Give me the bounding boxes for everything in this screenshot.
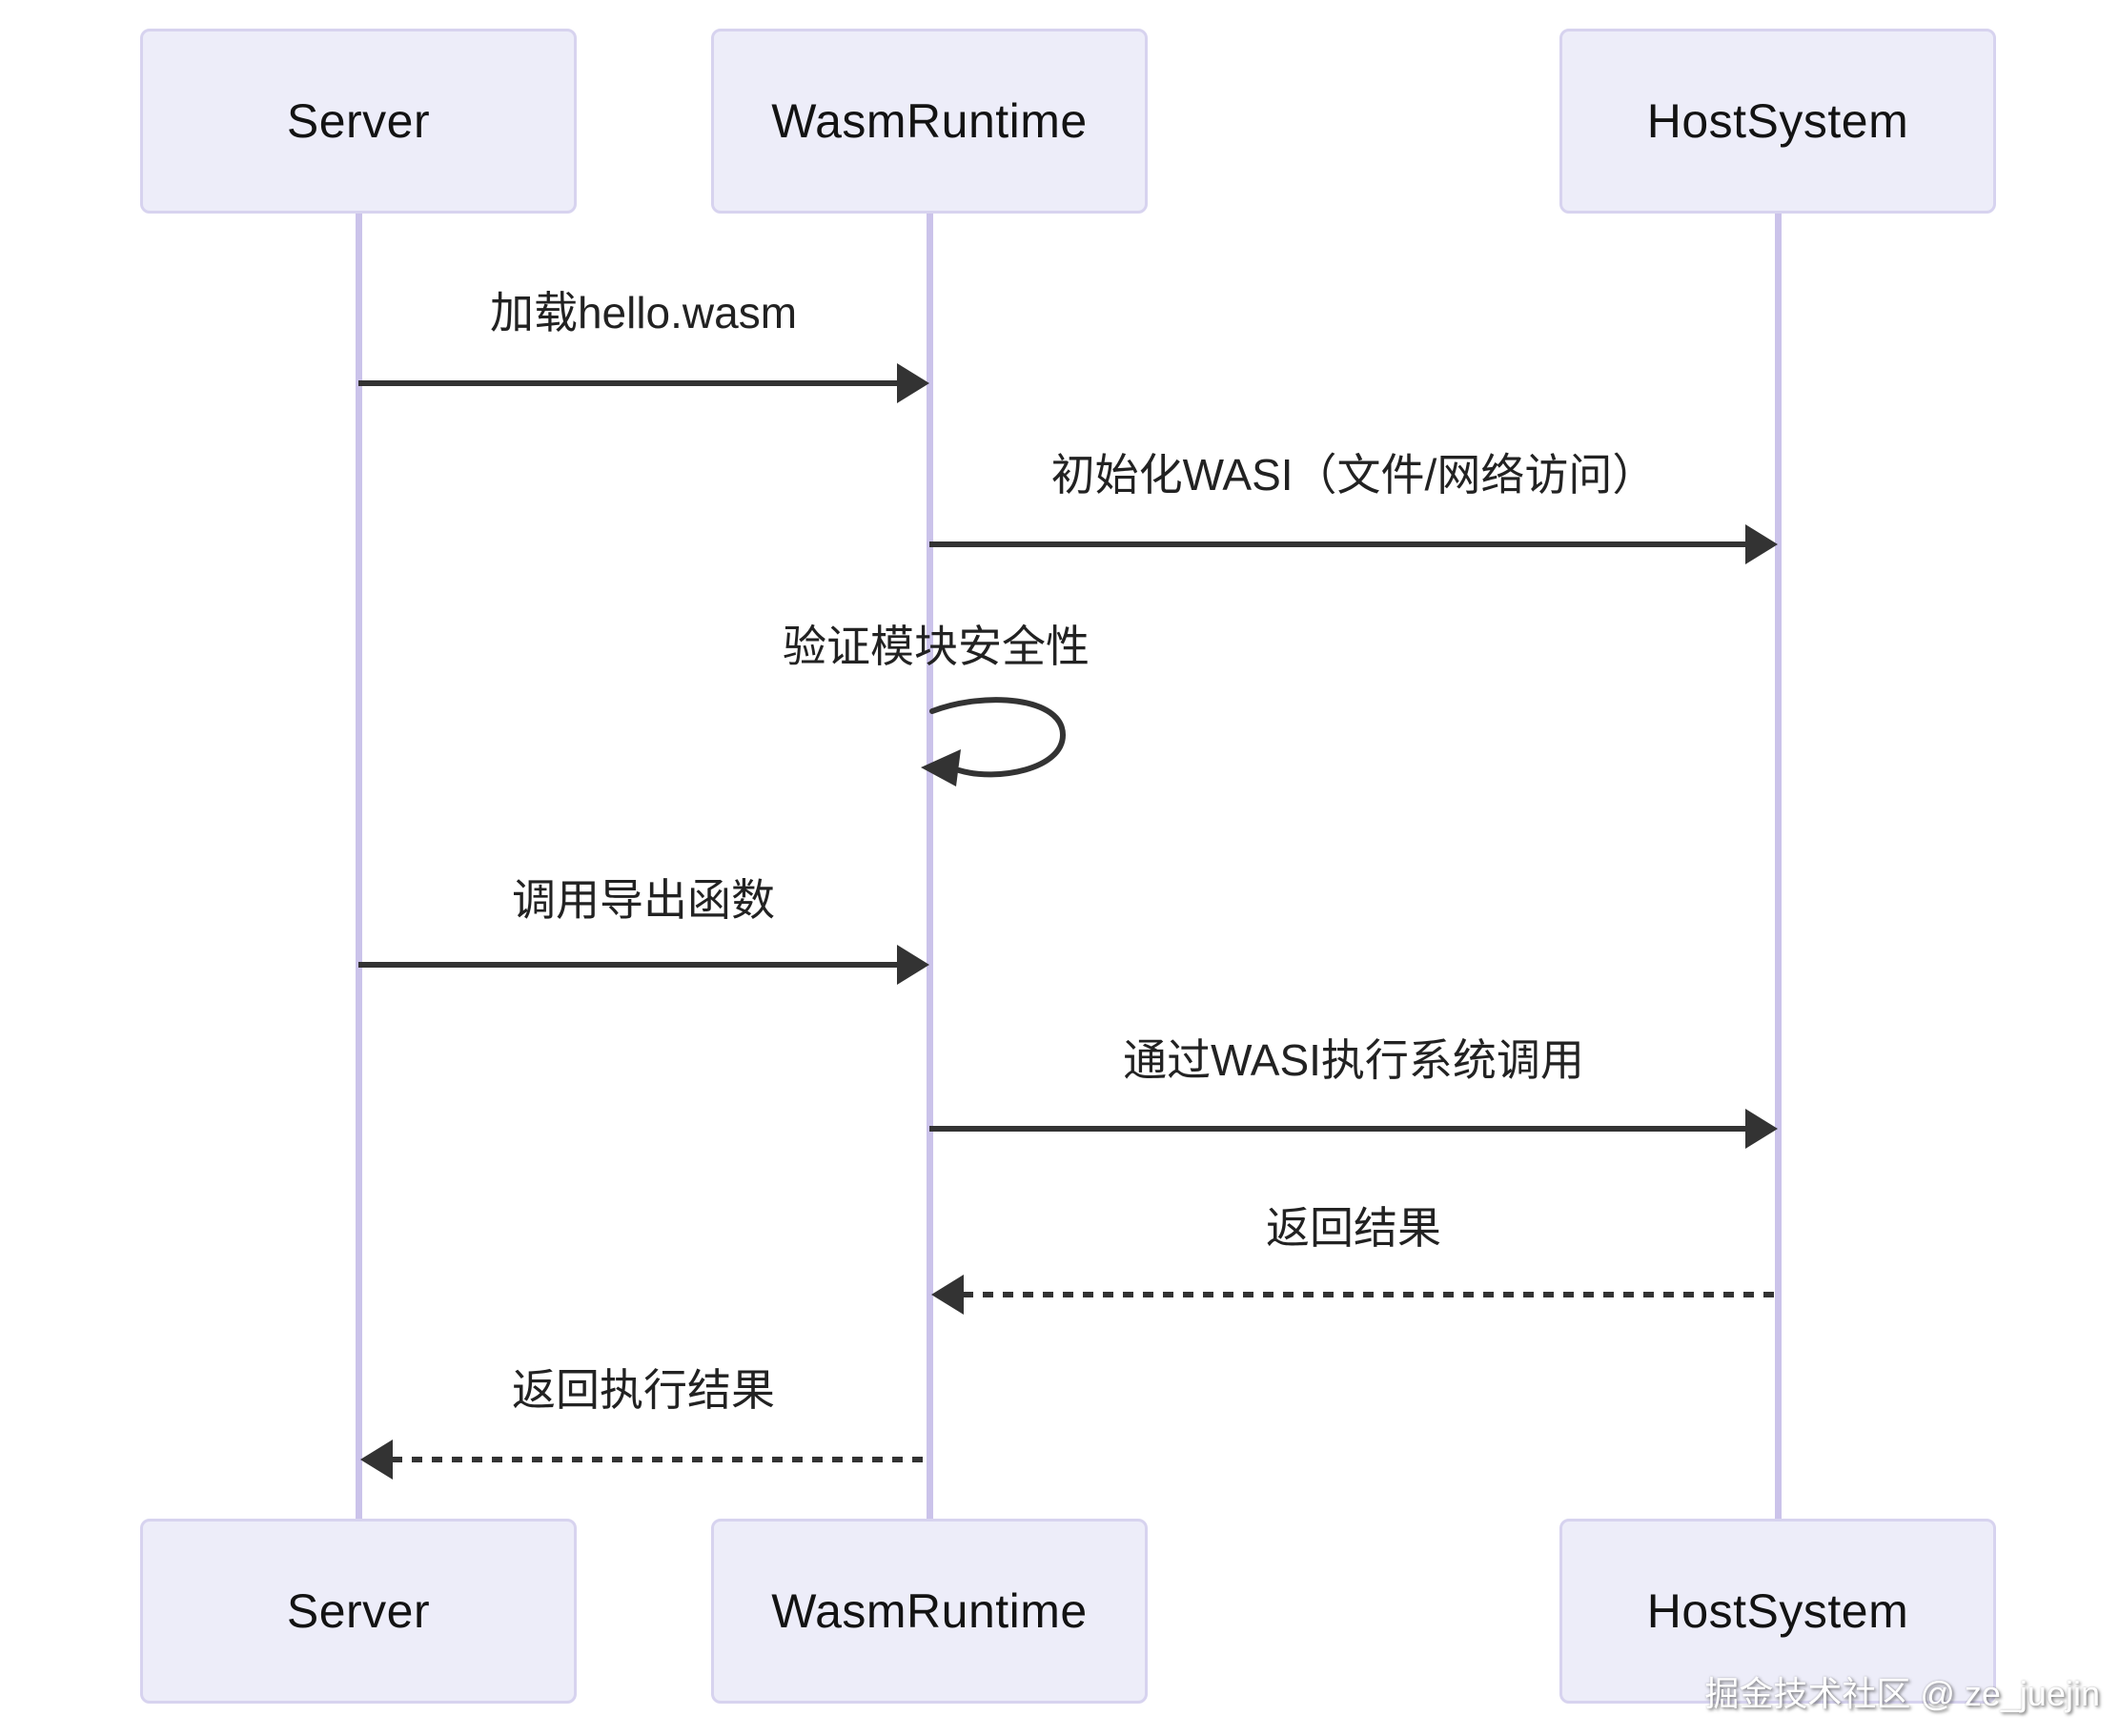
actor-server-bottom: Server [140, 1519, 577, 1704]
message-label-6: 返回结果 [1266, 1203, 1441, 1253]
self-loop-arrow [921, 697, 1067, 786]
actor-label: Server [286, 1584, 431, 1638]
actor-label: HostSystem [1646, 94, 1909, 148]
actor-label: HostSystem [1646, 1584, 1909, 1638]
lifeline-server [356, 214, 362, 1519]
actor-server-top: Server [140, 29, 577, 214]
arrowhead-right-icon [1745, 1109, 1778, 1149]
lifeline-hostsystem [1775, 214, 1782, 1519]
message-label-7: 返回执行结果 [512, 1365, 775, 1415]
message-line-1 [358, 380, 902, 386]
message-label-4: 调用导出函数 [512, 875, 775, 925]
actor-label: WasmRuntime [771, 94, 1088, 148]
message-label-3: 验证模块安全性 [783, 622, 1090, 671]
actor-hostsystem-bottom: HostSystem [1559, 1519, 1996, 1704]
message-line-5 [929, 1126, 1749, 1132]
message-line-7 [392, 1457, 929, 1462]
watermark: 掘金技术社区 @ ze_juejin [1704, 1674, 2100, 1713]
arrowhead-left-icon [931, 1275, 964, 1315]
message-line-6 [963, 1292, 1778, 1297]
actor-wasmruntime-top: WasmRuntime [711, 29, 1148, 214]
message-label-2: 初始化WASI（文件/网络访问） [1050, 450, 1657, 500]
arrowhead-right-icon [897, 945, 929, 985]
arrowhead-right-icon [897, 363, 929, 403]
self-loop-path [929, 697, 1067, 778]
arrowhead-left-icon [921, 749, 961, 786]
lifeline-wasmruntime [927, 214, 933, 1519]
arrowhead-right-icon [1745, 524, 1778, 564]
actor-label: WasmRuntime [771, 1584, 1088, 1638]
actor-hostsystem-top: HostSystem [1559, 29, 1996, 214]
message-label-1: 加载hello.wasm [489, 288, 798, 337]
message-label-5: 通过WASI执行系统调用 [1123, 1035, 1584, 1085]
message-line-4 [358, 962, 902, 968]
arrowhead-left-icon [360, 1440, 393, 1480]
actor-label: Server [286, 94, 431, 148]
actor-wasmruntime-bottom: WasmRuntime [711, 1519, 1148, 1704]
message-line-2 [929, 541, 1749, 547]
